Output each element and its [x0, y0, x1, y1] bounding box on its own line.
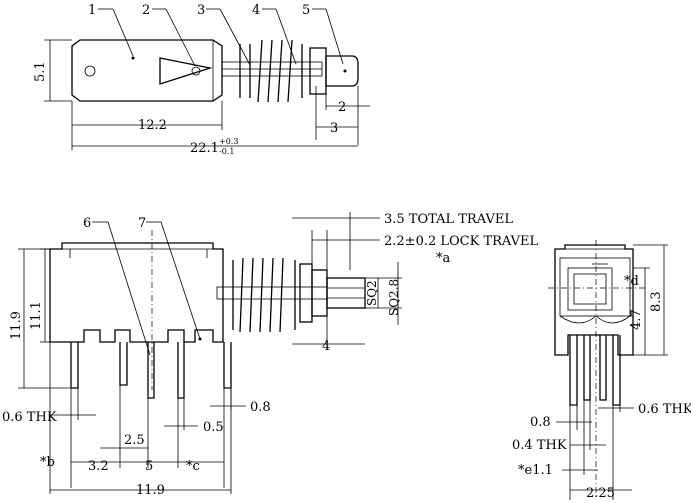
callout-4: 4 — [252, 3, 260, 18]
plunger-cap — [326, 277, 366, 309]
top-dimensions: 5.1 2 3 12.2 22.1 +0.3 -0.1 — [33, 39, 370, 156]
spring — [239, 39, 303, 103]
callout-2: 2 — [142, 3, 150, 18]
end-pin-mid2 — [599, 335, 607, 401]
note-d: *d — [624, 274, 639, 289]
dim-pin-w: 0.8 — [250, 400, 271, 415]
dim-end-pitch: 2.25 — [586, 486, 615, 501]
total-travel: 3.5 TOTAL TRAVEL — [384, 212, 513, 227]
dim-pitch-b: 5 — [145, 459, 153, 474]
dim-tol-minus: -0.1 — [219, 147, 234, 156]
end-pin-right — [612, 335, 621, 406]
note-c: *c — [186, 459, 200, 474]
dim-plunger: 4 — [322, 339, 330, 354]
side-spring — [232, 257, 296, 333]
callout-3: 3 — [197, 3, 205, 18]
dim-width: 11.9 — [136, 483, 165, 498]
dim-top-height: 5.1 — [33, 61, 48, 82]
end-dimensions: *d 4.7 8.3 0.8 0.6 THK 0.4 THK *e1.1 — [512, 244, 691, 501]
note-e: *e1.1 — [518, 463, 553, 478]
top-view: 1 2 3 4 5 5.1 2 3 12.2 22.1 +0.3 — [33, 3, 370, 156]
dim-end-thk-b: 0.4 THK — [512, 438, 567, 453]
end-view: *d 4.7 8.3 0.8 0.6 THK 0.4 THK *e1.1 — [512, 240, 691, 501]
end-housing — [554, 244, 634, 356]
dim-end-thk-a: 0.6 THK — [638, 402, 691, 417]
pin-left — [70, 342, 79, 389]
side-dimensions: SQ2 SQ2.8 4 11.9 11.1 0.6 THK 0.8 — [2, 248, 402, 498]
dim-tol-plus: +0.3 — [219, 137, 238, 146]
lock-travel: 2.2±0.2 LOCK TRAVEL — [384, 234, 539, 249]
dim-stroke: 2 — [338, 100, 346, 115]
pin-b — [147, 342, 155, 399]
dim-pin-off: 0.5 — [203, 420, 224, 435]
pin-right — [223, 342, 232, 389]
note-b: *b — [40, 455, 55, 470]
dim-overall-h: 11.9 — [9, 311, 24, 340]
side-view: 6 7 3.5 TOTAL TRAVEL 2.2±0.2 LOCK TRAVEL… — [2, 212, 539, 498]
plunger-tip — [325, 55, 359, 87]
dim-total-len: 22.1 — [190, 141, 219, 156]
end-pin-mid — [583, 335, 591, 401]
callout-6: 6 — [83, 216, 91, 231]
dim-pitch-a: 3.2 — [88, 459, 109, 474]
side-callouts: 6 7 — [83, 216, 201, 356]
dim-sq28: SQ2.8 — [387, 279, 401, 316]
callout-7: 7 — [138, 216, 146, 231]
pin-a — [119, 342, 128, 386]
top-housing — [71, 39, 223, 102]
mounting-hole — [84, 65, 96, 77]
travel-annotations: 3.5 TOTAL TRAVEL 2.2±0.2 LOCK TRAVEL *a — [292, 212, 539, 270]
end-pin-left — [569, 335, 578, 406]
callout-1: 1 — [88, 3, 96, 18]
dim-body-len: 12.2 — [138, 118, 167, 133]
slider-arrow — [159, 57, 213, 85]
dim-end-pin-w: 0.8 — [530, 415, 551, 430]
dim-tip: 3 — [330, 121, 338, 136]
dim-pin-gap: 2.5 — [124, 433, 145, 448]
pin-c — [177, 342, 185, 399]
top-callouts: 1 2 3 4 5 — [88, 3, 344, 67]
dim-mid-h: 4.7 — [629, 309, 644, 330]
side-housing — [49, 242, 224, 343]
dim-body-h: 11.1 — [29, 301, 44, 330]
dim-end-h: 8.3 — [649, 291, 664, 312]
callout-5: 5 — [302, 3, 310, 18]
note-a: *a — [436, 251, 451, 266]
dim-thk: 0.6 THK — [2, 410, 57, 425]
dim-sq2: SQ2 — [365, 280, 379, 306]
